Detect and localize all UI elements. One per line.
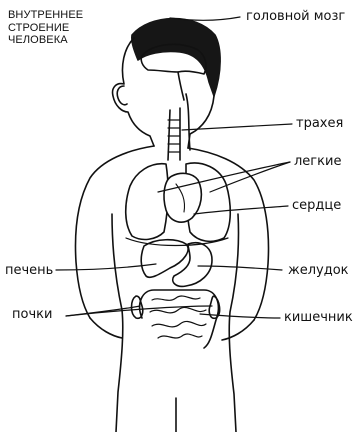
left-shoulder-arm xyxy=(76,146,154,318)
throat-vessel xyxy=(186,94,190,150)
brain-stem xyxy=(178,72,184,100)
small-intestine-loops xyxy=(150,296,206,338)
right-waist xyxy=(229,214,238,432)
label-lungs: легкие xyxy=(294,154,341,169)
ear-shape xyxy=(117,86,127,105)
left-arm-back xyxy=(90,318,122,338)
heart-shape xyxy=(164,173,201,222)
label-brain: головной мозг xyxy=(246,9,345,24)
label-kidneys: почки xyxy=(12,307,52,322)
left-lung xyxy=(126,164,168,240)
label-heart: сердце xyxy=(292,198,341,213)
stomach-shape xyxy=(173,243,212,287)
label-trachea: трахея xyxy=(296,116,343,131)
large-intestine xyxy=(140,290,219,348)
hair-shape xyxy=(132,18,220,96)
face-back-outline xyxy=(188,96,214,148)
pointer-trachea xyxy=(182,124,292,130)
label-liver: печень xyxy=(5,263,53,278)
pointer-heart xyxy=(194,206,288,214)
label-stomach: желудок xyxy=(288,263,349,278)
right-arm-back xyxy=(222,320,254,340)
label-intestine: кишечник xyxy=(284,310,353,325)
left-waist xyxy=(112,214,123,432)
pointer-brain xyxy=(170,17,240,20)
